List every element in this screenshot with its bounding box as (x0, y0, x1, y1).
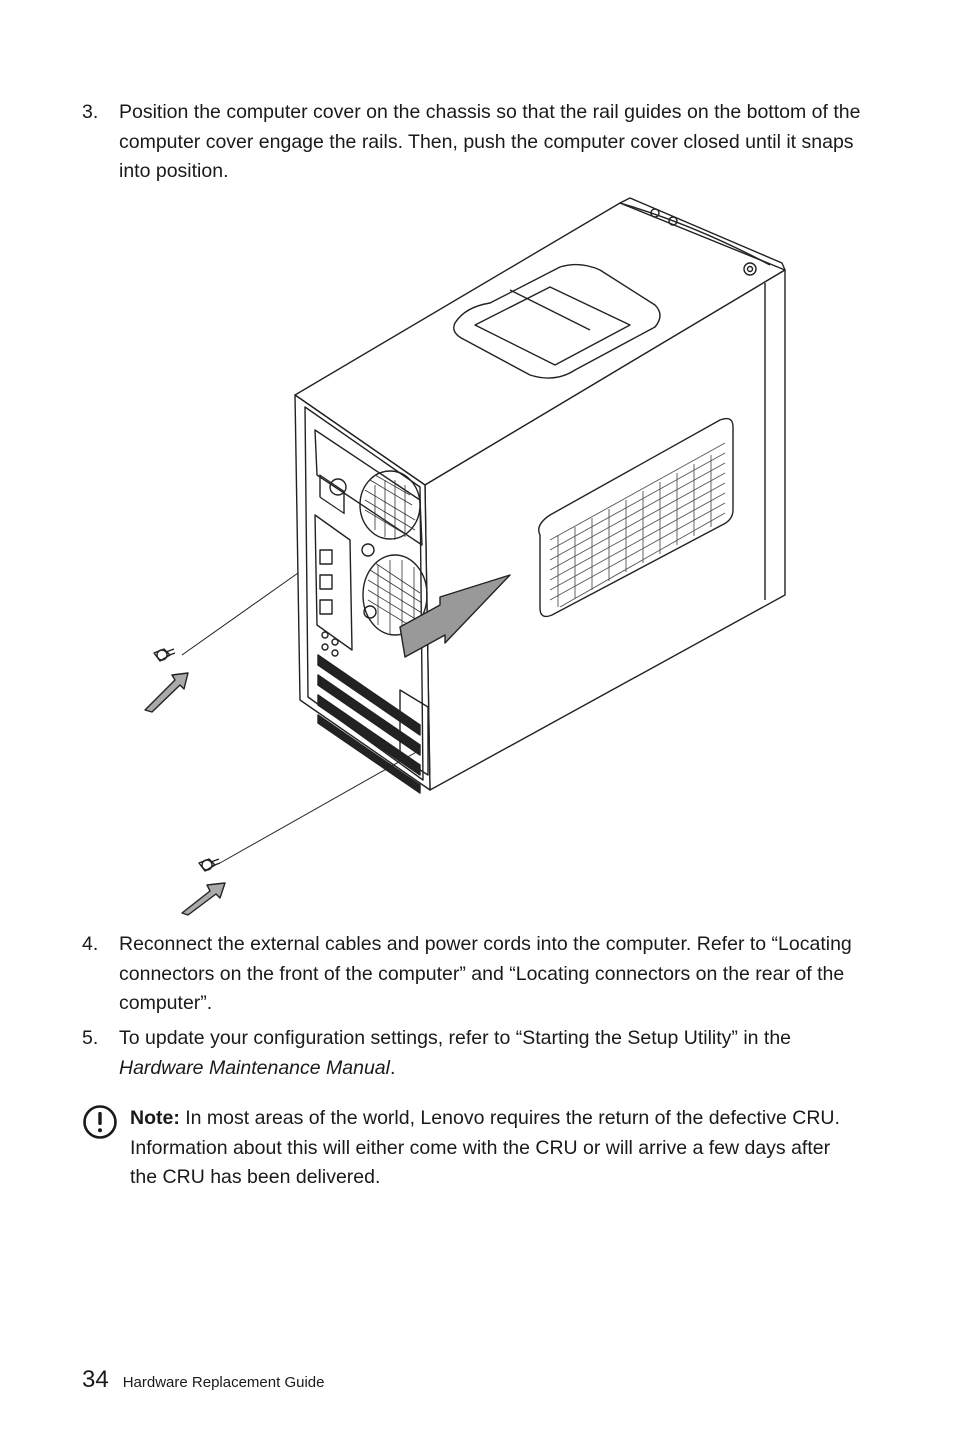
step-text: To update your configuration settings, r… (119, 1024, 862, 1083)
manual-title: Hardware Maintenance Manual (119, 1056, 390, 1079)
note-block: Note: In most areas of the world, Lenovo… (82, 1104, 862, 1193)
note-body: In most areas of the world, Lenovo requi… (130, 1107, 840, 1188)
chassis-illustration (144, 197, 786, 916)
page-footer: 34 Hardware Replacement Guide (82, 1366, 324, 1394)
step-number: 5. (82, 1027, 99, 1049)
exclamation-circle-icon (83, 1105, 117, 1139)
note-label: Note: (130, 1107, 180, 1129)
note-text: Note: In most areas of the world, Lenovo… (130, 1104, 862, 1193)
step-3: 3. Position the computer cover on the ch… (82, 98, 862, 187)
step-number: 3. (82, 101, 99, 123)
step-number: 4. (82, 933, 99, 955)
step-5: 5. To update your configuration settings… (82, 1024, 862, 1083)
page-number: 34 (82, 1366, 109, 1393)
step-4: 4. Reconnect the external cables and pow… (82, 930, 862, 1019)
step-text-part: . (389, 1056, 396, 1079)
step-text-part: To update your configuration settings, r… (119, 1027, 792, 1049)
guide-name: Hardware Replacement Guide (122, 1374, 325, 1391)
step-text: Reconnect the external cables and power … (119, 933, 852, 1014)
step-text: Position the computer cover on the chass… (119, 101, 861, 182)
